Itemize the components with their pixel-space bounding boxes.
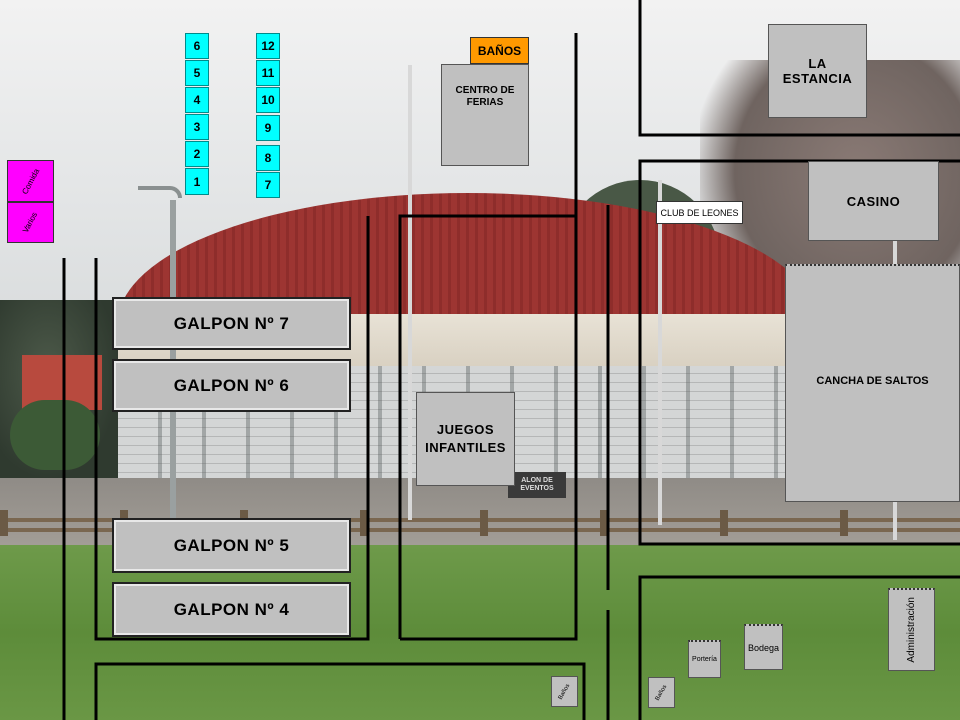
stall-number: 4 [193, 93, 201, 107]
stall-number: 7 [264, 178, 272, 192]
misc-stall[interactable]: Varios [7, 202, 54, 243]
stall-number: 11 [261, 66, 275, 80]
galpon-4[interactable]: GALPON Nº 4 [112, 582, 351, 637]
casino-label: CASINO [846, 193, 901, 209]
food-stall[interactable]: Comida [7, 160, 54, 202]
stall-6[interactable]: 6 [185, 33, 209, 59]
stall-number: 9 [264, 121, 272, 135]
lamp-arm [138, 186, 182, 198]
photo-sign: ALON DE EVENTOS [508, 472, 566, 498]
stall-number: 8 [264, 151, 272, 165]
la-estancia-line: ESTANCIA [782, 71, 853, 86]
casino[interactable]: CASINO [808, 161, 939, 241]
galpon-5[interactable]: GALPON Nº 5 [112, 518, 351, 573]
stall-number: 12 [261, 39, 275, 53]
centro-de-ferias[interactable]: CENTRO DE FERIAS [441, 64, 529, 166]
club-de-leones-label: CLUB DE LEONES [660, 207, 739, 218]
galpon-label: GALPON Nº 6 [173, 375, 290, 395]
stall-10[interactable]: 10 [256, 87, 280, 113]
stall-2[interactable]: 2 [185, 141, 209, 167]
galpon-label: GALPON Nº 4 [173, 599, 290, 619]
stall-number: 5 [193, 66, 201, 80]
stall-number: 2 [193, 147, 201, 161]
photo-sign-line: ALON DE [521, 477, 553, 485]
small-bathroom-label: Baños [557, 682, 572, 701]
stall-8[interactable]: 8 [256, 145, 280, 171]
bathrooms-label: BAÑOS [477, 43, 522, 58]
galpon-6[interactable]: GALPON Nº 6 [112, 359, 351, 412]
bush [10, 400, 100, 470]
porteria[interactable]: Portería [688, 640, 721, 678]
photo-sign-line: EVENTOS [520, 485, 554, 492]
food-stall-label: Comida [20, 166, 41, 196]
stall-number: 1 [193, 174, 201, 189]
la-estancia[interactable]: LA ESTANCIA [768, 24, 867, 118]
flag-pole [658, 180, 662, 525]
stall-4[interactable]: 4 [185, 87, 209, 113]
stall-number: 3 [193, 120, 201, 134]
stall-11[interactable]: 11 [256, 60, 280, 86]
stall-3[interactable]: 3 [185, 114, 209, 140]
galpon-label: GALPON Nº 7 [173, 313, 290, 333]
centro-ferias-line: FERIAS [466, 97, 504, 108]
stall-5[interactable]: 5 [185, 60, 209, 86]
stall-9[interactable]: 9 [256, 115, 280, 141]
stall-12[interactable]: 12 [256, 33, 280, 59]
stall-1[interactable]: 1 [185, 168, 209, 195]
galpon-7[interactable]: GALPON Nº 7 [112, 297, 351, 350]
juegos-infantiles-line: JUEGOS [436, 422, 495, 438]
bathrooms-box[interactable]: BAÑOS [470, 37, 529, 64]
porteria-label: Portería [692, 656, 717, 663]
administracion-label: Administración [906, 597, 917, 663]
centro-ferias-line: CENTRO DE [455, 84, 515, 96]
la-estancia-line: LA [808, 56, 827, 71]
cancha-de-saltos[interactable]: CANCHA DE SALTOS [785, 264, 960, 502]
galpon-label: GALPON Nº 5 [173, 535, 290, 555]
bodega[interactable]: Bodega [744, 624, 783, 670]
stall-number: 10 [261, 93, 275, 107]
small-bathroom-label: Baños [654, 683, 669, 702]
juegos-infantiles-line: INFANTILES [425, 440, 506, 455]
juegos-infantiles[interactable]: JUEGOS INFANTILES [416, 392, 515, 486]
administracion[interactable]: Administración [888, 588, 935, 671]
small-bathroom-box[interactable]: Baños [551, 676, 578, 707]
small-bathroom-box[interactable]: Baños [648, 677, 675, 708]
cancha-de-saltos-label: CANCHA DE SALTOS [816, 374, 929, 387]
flag-pole [408, 65, 412, 520]
club-de-leones[interactable]: CLUB DE LEONES [656, 201, 743, 224]
bodega-label: Bodega [747, 642, 780, 653]
stall-7[interactable]: 7 [256, 172, 280, 198]
stall-number: 6 [193, 39, 201, 53]
misc-stall-label: Varios [21, 210, 40, 235]
